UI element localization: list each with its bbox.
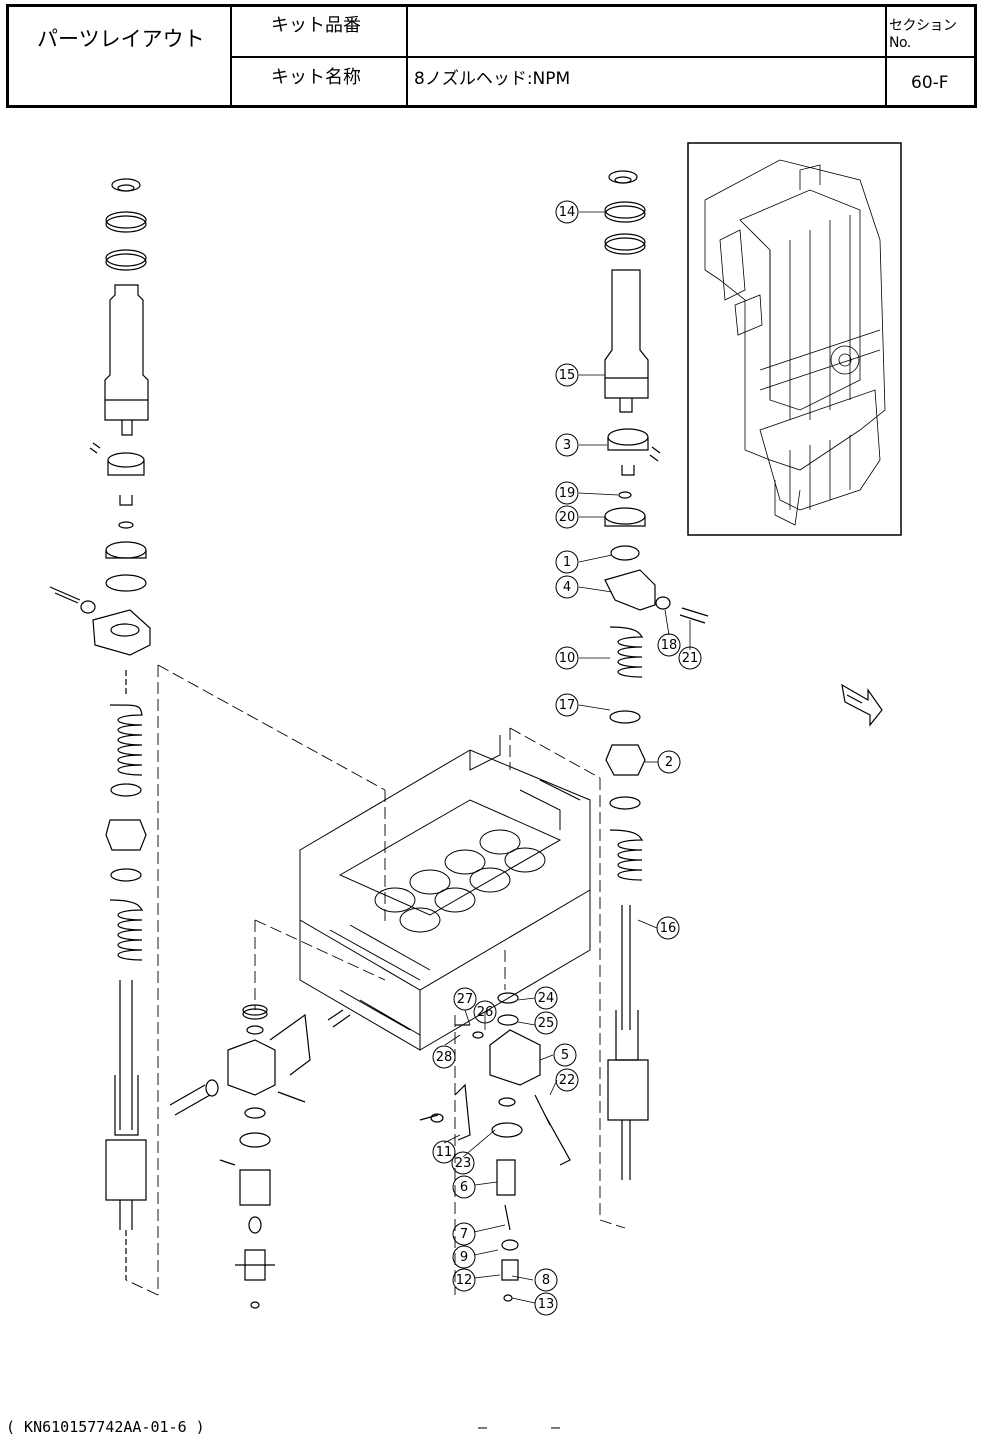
dashed-guides [126, 665, 625, 1295]
callout-label: 27 [457, 992, 474, 1007]
view-arrow-icon [842, 685, 882, 725]
parts-exploded-diagram: 14 15 3 19 20 1 4 18 21 10 17 2 16 24 27… [0, 130, 983, 1410]
callout-label: 24 [538, 991, 555, 1006]
callout-label: 7 [460, 1227, 468, 1242]
callout-label: 22 [559, 1073, 576, 1088]
kit-number-label: キット品番 [271, 11, 361, 37]
callout-label: 17 [559, 698, 576, 713]
callout-label: 4 [563, 580, 571, 595]
section-label: セクションNo. [889, 15, 974, 51]
callout-label: 3 [563, 438, 571, 453]
page-dash-left: – [478, 1418, 487, 1436]
callout-label: 26 [477, 1005, 494, 1020]
left-nozzle-stack [50, 179, 150, 1280]
callout-label: 12 [456, 1273, 473, 1288]
callout-label: 9 [460, 1250, 468, 1265]
machine-overview-inset [688, 143, 901, 535]
title-block: パーツレイアウト キット品番 キット名称 8ノズルヘッド:NPM セクションNo… [6, 4, 977, 108]
callout-label: 16 [660, 921, 677, 936]
callout-label: 1 [563, 555, 571, 570]
callout-label: 20 [559, 510, 576, 525]
callout-label: 13 [538, 1297, 555, 1312]
callout-label: 10 [559, 651, 576, 666]
callout-label: 28 [436, 1050, 453, 1065]
callout-label: 15 [559, 368, 576, 383]
callout-label: 19 [559, 486, 576, 501]
callout-label: 25 [538, 1016, 555, 1031]
doc-type-title: パーツレイアウト [37, 23, 205, 53]
callout-label: 6 [460, 1180, 468, 1195]
callout-label: 21 [682, 651, 699, 666]
left-lower-assembly [170, 1005, 350, 1308]
callout-label: 2 [665, 755, 673, 770]
kit-name-value: 8ノズルヘッド:NPM [414, 64, 570, 89]
callout-label: 23 [455, 1156, 472, 1171]
callout-label: 5 [561, 1048, 569, 1063]
callout-label: 18 [661, 638, 678, 653]
document-code: ( KN610157742AA-01-6 ) [6, 1418, 205, 1436]
page-dash-right: – [551, 1418, 560, 1436]
callout-label: 11 [436, 1145, 453, 1160]
section-value: 60-F [911, 73, 949, 93]
callout-label: 14 [559, 205, 576, 220]
right-nozzle-stack [605, 171, 708, 1180]
kit-name-label: キット名称 [271, 63, 361, 89]
callout-label: 8 [542, 1273, 550, 1288]
